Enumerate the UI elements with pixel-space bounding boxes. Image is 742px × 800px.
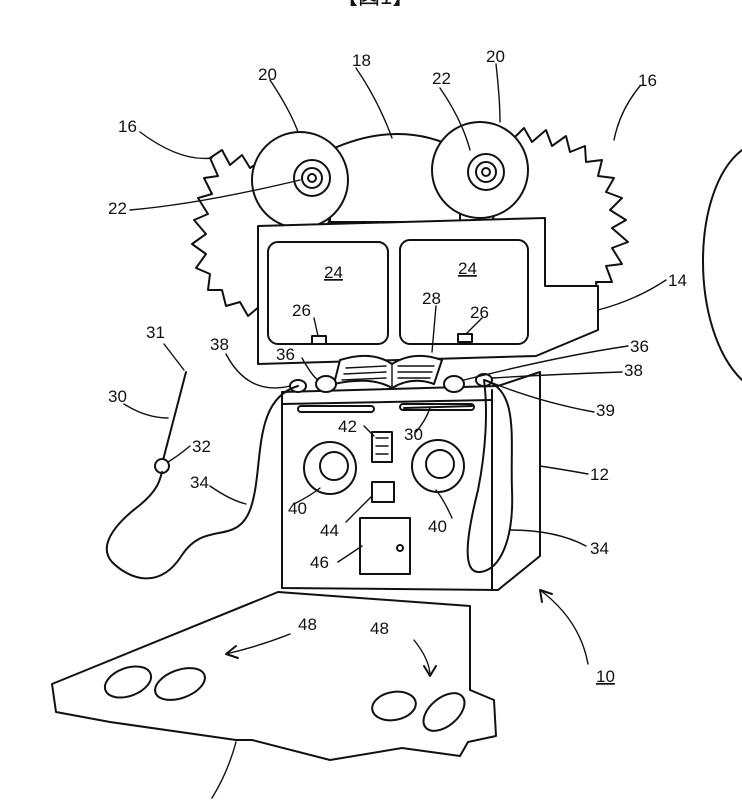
footprint-4 xyxy=(422,692,466,732)
footprint-2 xyxy=(154,667,206,701)
label-34-right: 34 xyxy=(590,539,609,558)
label-39: 39 xyxy=(596,401,615,420)
right-speaker-disc xyxy=(431,121,529,219)
footprint-1 xyxy=(103,665,153,699)
card-reader-lines xyxy=(375,437,389,455)
left-sensor xyxy=(311,335,327,345)
right-speaker-center xyxy=(481,167,491,177)
label-14: 14 xyxy=(668,271,687,290)
left-speaker-cone xyxy=(293,159,331,197)
book xyxy=(333,354,443,389)
label-31: 31 xyxy=(146,323,165,342)
right-sensor xyxy=(457,333,473,343)
label-40-left: 40 xyxy=(288,499,307,518)
left-button xyxy=(315,375,337,393)
left-front-speaker-inner xyxy=(319,451,349,481)
label-26-left: 26 xyxy=(292,301,311,320)
main-body xyxy=(281,371,541,591)
label-40-right: 40 xyxy=(428,517,447,536)
right-speaker-cone-inner xyxy=(475,161,497,183)
right-speaker-cone xyxy=(467,153,505,191)
label-24-right: 24 xyxy=(458,259,477,278)
label-20-right: 20 xyxy=(486,47,505,66)
label-24-left: 24 xyxy=(324,263,343,282)
label-10: 10 xyxy=(596,667,615,686)
right-button xyxy=(443,375,465,393)
label-28: 28 xyxy=(422,289,441,308)
label-16-right: 16 xyxy=(638,71,657,90)
label-18: 18 xyxy=(352,51,371,70)
leader-lines xyxy=(123,63,667,677)
label-48-right: 48 xyxy=(370,619,389,638)
left-screen xyxy=(267,241,389,345)
figure-header: 【図1】 xyxy=(336,0,414,9)
right-screen xyxy=(399,239,529,345)
book-lines xyxy=(341,365,435,381)
label-46: 46 xyxy=(310,553,329,572)
right-card-slot xyxy=(399,403,475,411)
label-34-left: 34 xyxy=(190,473,209,492)
label-16-left: 16 xyxy=(118,117,137,136)
left-front-speaker xyxy=(303,441,357,495)
body-top-edge xyxy=(281,391,493,405)
label-22-left: 22 xyxy=(108,199,127,218)
outlet-door-knob xyxy=(396,544,404,552)
stylus-ball xyxy=(154,458,170,474)
footprint-3 xyxy=(371,690,417,722)
label-12: 12 xyxy=(590,465,609,484)
label-38-right: 38 xyxy=(624,361,643,380)
left-card-slot xyxy=(297,405,375,413)
stylus-pen xyxy=(161,371,187,465)
label-42: 42 xyxy=(338,417,357,436)
arrowhead-10 xyxy=(539,589,553,603)
pen-in-slot xyxy=(403,405,473,409)
left-speaker-center xyxy=(307,173,317,183)
label-22-right: 22 xyxy=(432,69,451,88)
label-30-slot: 30 xyxy=(404,425,423,444)
label-48-left: 48 xyxy=(298,615,317,634)
label-30-pen: 30 xyxy=(108,387,127,406)
front-button xyxy=(371,481,395,503)
right-cord xyxy=(466,379,514,574)
label-36-left: 36 xyxy=(276,345,295,364)
label-36-right: 36 xyxy=(630,337,649,356)
floor-connector xyxy=(211,741,237,799)
floor-mat xyxy=(51,591,497,761)
label-38-left: 38 xyxy=(210,335,229,354)
label-26-right: 26 xyxy=(470,303,489,322)
arrowhead-48-left xyxy=(225,645,239,659)
left-cord xyxy=(105,385,299,580)
left-speaker-cone-inner xyxy=(301,167,323,189)
label-20-left: 20 xyxy=(258,65,277,84)
card-reader xyxy=(371,431,393,463)
label-44: 44 xyxy=(320,521,339,540)
right-front-speaker-inner xyxy=(425,449,455,479)
right-edge-circle xyxy=(702,149,742,381)
arrowhead-48-right xyxy=(423,665,437,677)
label-32: 32 xyxy=(192,437,211,456)
